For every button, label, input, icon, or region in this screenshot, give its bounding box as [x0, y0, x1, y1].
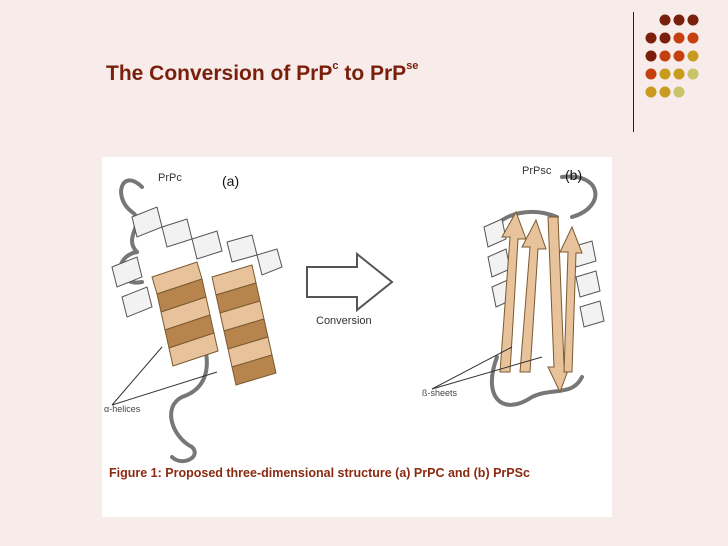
- decorative-dot: [673, 50, 685, 62]
- prpsc-label: PrPsc: [522, 165, 552, 177]
- decorative-dot: [673, 68, 685, 80]
- decorative-vertical-line: [633, 12, 634, 132]
- decorative-dot: [645, 32, 657, 44]
- decorative-dot: [673, 32, 685, 44]
- sheets-label: ß-sheets: [422, 388, 458, 398]
- decorative-dot: [645, 86, 657, 98]
- slide-title: The Conversion of PrPc to PrPse: [106, 60, 419, 85]
- decorative-dot: [645, 50, 657, 62]
- helices-pointer-lines: [111, 346, 218, 406]
- decorative-dot: [687, 50, 699, 62]
- helices-label: α-helices: [104, 404, 141, 414]
- prpc-grey-helix: [111, 206, 283, 318]
- prpsc-beta-sheets: [499, 210, 583, 394]
- prpsc-grey-helix: [483, 218, 605, 328]
- sheets-pointer-lines: [431, 346, 543, 390]
- decorative-dot: [687, 14, 699, 26]
- decorative-dot: [659, 86, 671, 98]
- conversion-arrow: [306, 251, 394, 313]
- protein-diagram: [111, 174, 605, 464]
- decorative-dot: [673, 86, 685, 98]
- decorative-dot-grid: [645, 14, 699, 98]
- decorative-dot: [659, 50, 671, 62]
- label-b: (b): [565, 167, 583, 183]
- protein-structure-figure: PrPc (a) PrPsc (b) Conversion α-helices …: [102, 157, 612, 517]
- label-a: (a): [222, 173, 240, 189]
- decorative-dot: [659, 32, 671, 44]
- prpc-label: PrPc: [158, 172, 182, 184]
- prpc-alpha-helix-2: [211, 264, 277, 386]
- figure-caption: Figure 1: Proposed three-dimensional str…: [109, 466, 530, 480]
- prpc-alpha-helix-1: [151, 261, 219, 367]
- decorative-dot: [687, 32, 699, 44]
- decorative-dot: [645, 68, 657, 80]
- decorative-dot: [673, 14, 685, 26]
- conversion-label: Conversion: [316, 315, 372, 327]
- decorative-dot: [659, 68, 671, 80]
- decorative-dot: [687, 68, 699, 80]
- decorative-dot: [659, 14, 671, 26]
